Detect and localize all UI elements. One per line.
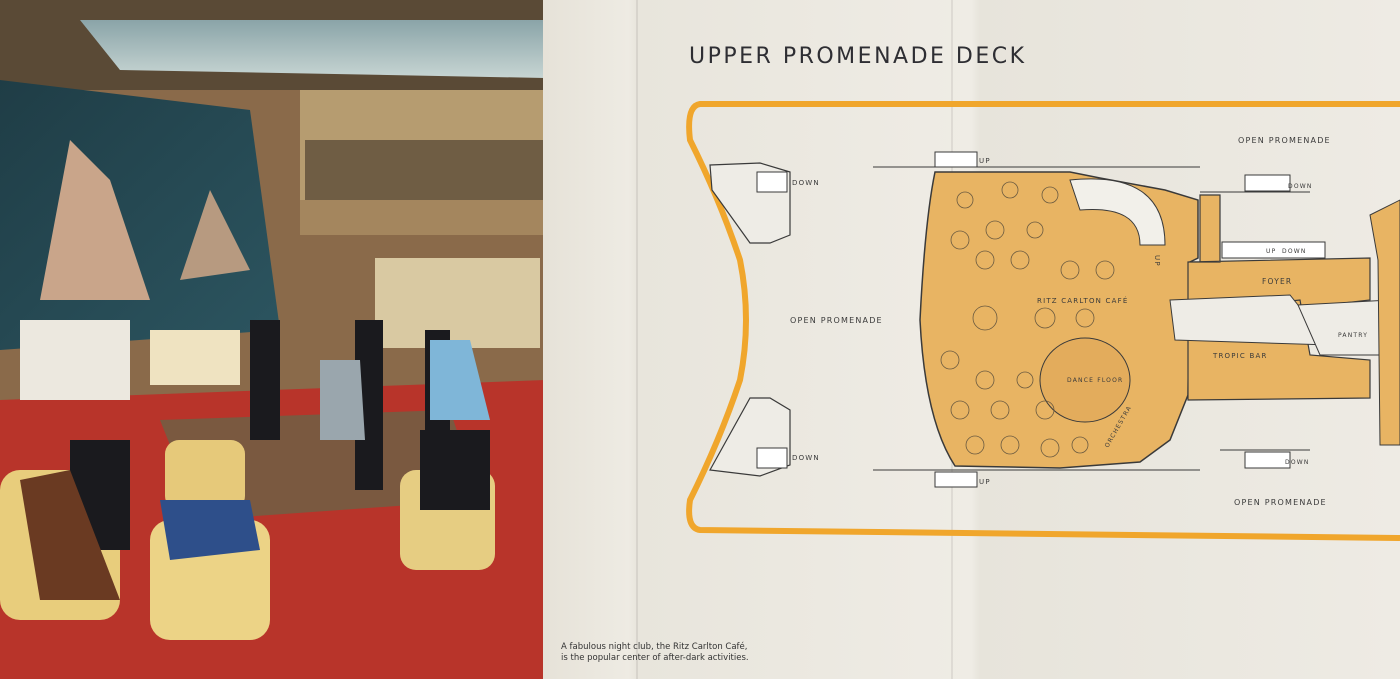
label-down-right-top: DOWN (1288, 183, 1313, 190)
spiral-stair (1069, 178, 1166, 246)
label-open-promenade-bottom: OPEN PROMENADE (1234, 498, 1327, 507)
nightclub-photo (0, 0, 545, 679)
stair-down-right-bottom (1244, 451, 1291, 469)
label-tropic-bar: TROPIC BAR (1212, 352, 1268, 360)
label-down-foyer: DOWN (1282, 248, 1307, 255)
caption-line-2: is the popular center of after-dark acti… (561, 653, 749, 663)
label-cafe: RITZ CARLTON CAFÉ (1037, 296, 1128, 305)
stair-down-bottom (756, 447, 788, 469)
photo-caption: A fabulous night club, the Ritz Carlton … (561, 642, 821, 664)
dance-floor (1039, 337, 1131, 423)
stair-down-top (756, 171, 788, 193)
tables (940, 181, 1115, 458)
page-title: UPPER PROMENADE DECK (689, 44, 1027, 69)
stair-down-right-top (1244, 174, 1291, 192)
label-down-right-bottom: DOWN (1285, 459, 1310, 466)
label-up-bottom: UP (979, 478, 991, 486)
stair-up-bottom (934, 471, 978, 488)
label-down-bottom: DOWN (792, 454, 820, 462)
deck-plan: OPEN PROMENADE OPEN PROMENADE OPEN PROME… (686, 101, 1400, 541)
deck-plan-page: UPPER PROMENADE DECK (543, 0, 1400, 679)
label-foyer: FOYER (1262, 277, 1292, 286)
right-area (1369, 199, 1400, 446)
label-up-spiral: UP (1153, 255, 1161, 267)
stair-up-down-foyer (1221, 241, 1326, 259)
label-up-top: UP (979, 157, 991, 165)
label-dance-floor: DANCE FLOOR (1067, 377, 1123, 384)
deck-outline (686, 101, 1400, 541)
label-open-promenade-top: OPEN PROMENADE (1238, 136, 1331, 145)
label-down-top: DOWN (792, 179, 820, 187)
label-pantry: PANTRY (1338, 332, 1368, 339)
stair-up-top (934, 151, 978, 168)
pantry-area (1297, 299, 1391, 356)
label-up-foyer: UP (1266, 248, 1276, 255)
caption-line-1: A fabulous night club, the Ritz Carlton … (561, 642, 748, 652)
label-open-promenade-left: OPEN PROMENADE (790, 316, 883, 325)
